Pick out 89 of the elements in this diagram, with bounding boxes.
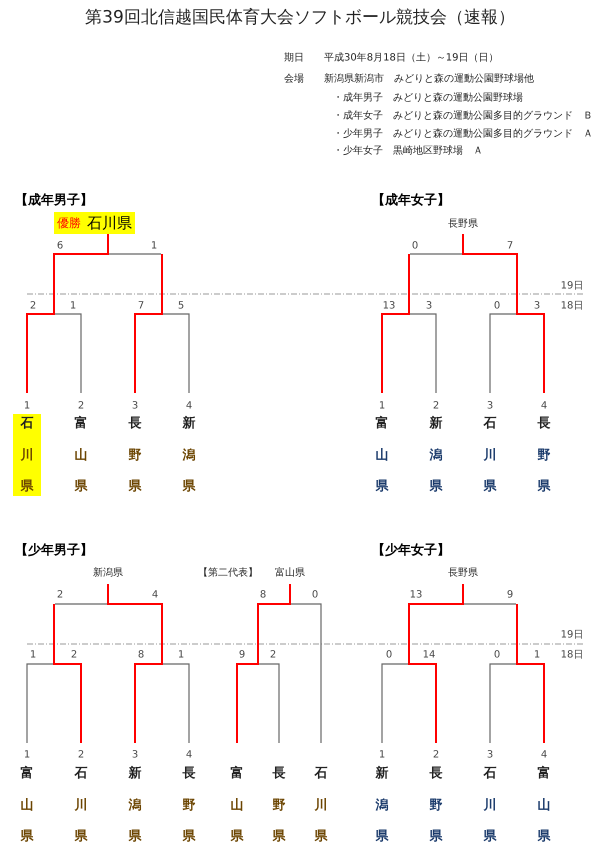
team-name: 富山県 [74,414,88,496]
score-label: 5 [178,300,184,312]
rep-label: 【第二代表】 [198,568,258,578]
day-label: 18日 [560,300,584,312]
score-label: 1 [150,240,158,252]
team-name: 長野県 [128,415,142,496]
champion-box [54,212,135,234]
info-text: ・成年女子 みどりと森の運動公園多目的グラウンド Ｂ [333,110,593,122]
section-heading: 【少年男子】 [15,544,93,558]
seed-number: 2 [78,750,84,760]
score-label: 0 [412,240,418,252]
team-name: 新潟県 [428,414,444,496]
seed-number: 3 [486,400,494,412]
section-heading: 【少年女子】 [372,544,450,558]
score-label: 1 [178,650,184,660]
seed-number: 4 [186,750,192,760]
score-label: 2 [270,650,276,660]
score-label: 3 [426,300,432,312]
team-name: 富山県 [374,414,390,496]
score-label: 9 [506,590,514,600]
team-name: 長野県 [182,765,196,846]
seed-number: 1 [378,400,386,412]
seed-number: 1 [24,750,30,760]
section-heading: 【成年男子】 [15,194,93,208]
page-title: 第39回北信越国民体育大会ソフトボール競技会（速報） [85,8,515,28]
team-name: 長野県 [428,765,444,846]
team-name: 長野県 [536,415,552,496]
seed-number: 3 [486,750,494,760]
seed-number: 1 [378,750,386,760]
score-label: 0 [312,590,318,600]
info-text: ・成年男子 みどりと森の運動公園野球場 [333,92,523,104]
score-label: 7 [138,300,144,312]
score-label: 2 [70,650,78,660]
day-label: 18日 [560,650,584,660]
team-name: 石川県 [482,765,498,846]
score-label: 0 [494,650,500,660]
section-heading: 【成年女子】 [372,194,450,208]
team-name: 新潟県 [374,764,390,846]
winner-name: 長野県 [448,568,478,578]
seed-number: 4 [186,400,192,412]
score-label: 4 [152,590,158,600]
score-label: 8 [260,590,266,600]
award-label: 優勝 [57,214,81,232]
info-text: 会場 [284,74,304,84]
team-name: 新潟県 [182,414,196,496]
team-highlight [13,414,41,496]
seed-number: 2 [78,400,84,412]
score-label: 6 [56,240,64,252]
day-label: 19日 [560,280,584,292]
team-name: 長野県 [272,765,286,846]
score-label: 0 [494,300,500,312]
team-name: 石川県 [482,415,498,496]
seed-number: 4 [540,750,548,760]
info-text: ・少年女子 黒崎地区野球場 Ａ [333,146,483,156]
team-name: 富山県 [536,764,552,846]
seed-number: 3 [132,400,138,412]
score-label: 7 [506,240,514,252]
score-label: 13 [382,300,396,312]
score-label: 8 [138,650,144,660]
team-name: 新潟県 [128,764,142,846]
seed-number: 3 [132,750,138,760]
score-label: 1 [534,650,540,660]
score-label: 3 [534,300,540,312]
team-name: 石川県 [73,765,88,846]
seed-number: 4 [540,400,548,412]
info-text: ・少年男子 みどりと森の運動公園多目的グラウンド Ａ [333,128,593,140]
score-label: 2 [30,300,36,312]
score-label: 0 [386,650,392,660]
seed-number: 2 [432,750,440,760]
seed-number: 2 [432,400,440,412]
score-label: 13 [410,590,422,600]
team-name: 富山県 [230,764,244,846]
day-label: 19日 [560,630,584,640]
info-text: 期日 [284,52,304,64]
team-name: 石川県 [19,415,34,496]
score-label: 9 [238,650,246,660]
team-name: 石川県 [313,765,328,846]
score-label: 1 [30,650,36,660]
champion-name: 石川県 [87,214,132,232]
score-label: 2 [56,590,64,600]
winner-name: 新潟県 [93,568,123,578]
info-text: 新潟県新潟市 みどりと森の運動公園野球場他 [324,74,534,84]
team-name: 富山県 [20,764,34,846]
score-label: 14 [422,650,436,660]
seed-number: 1 [24,400,30,412]
info-text: 平成30年8月18日（土）～19日（日） [324,52,499,64]
winner-name: 富山県 [275,568,305,578]
score-label: 1 [70,300,76,312]
winner-name: 長野県 [448,218,478,230]
